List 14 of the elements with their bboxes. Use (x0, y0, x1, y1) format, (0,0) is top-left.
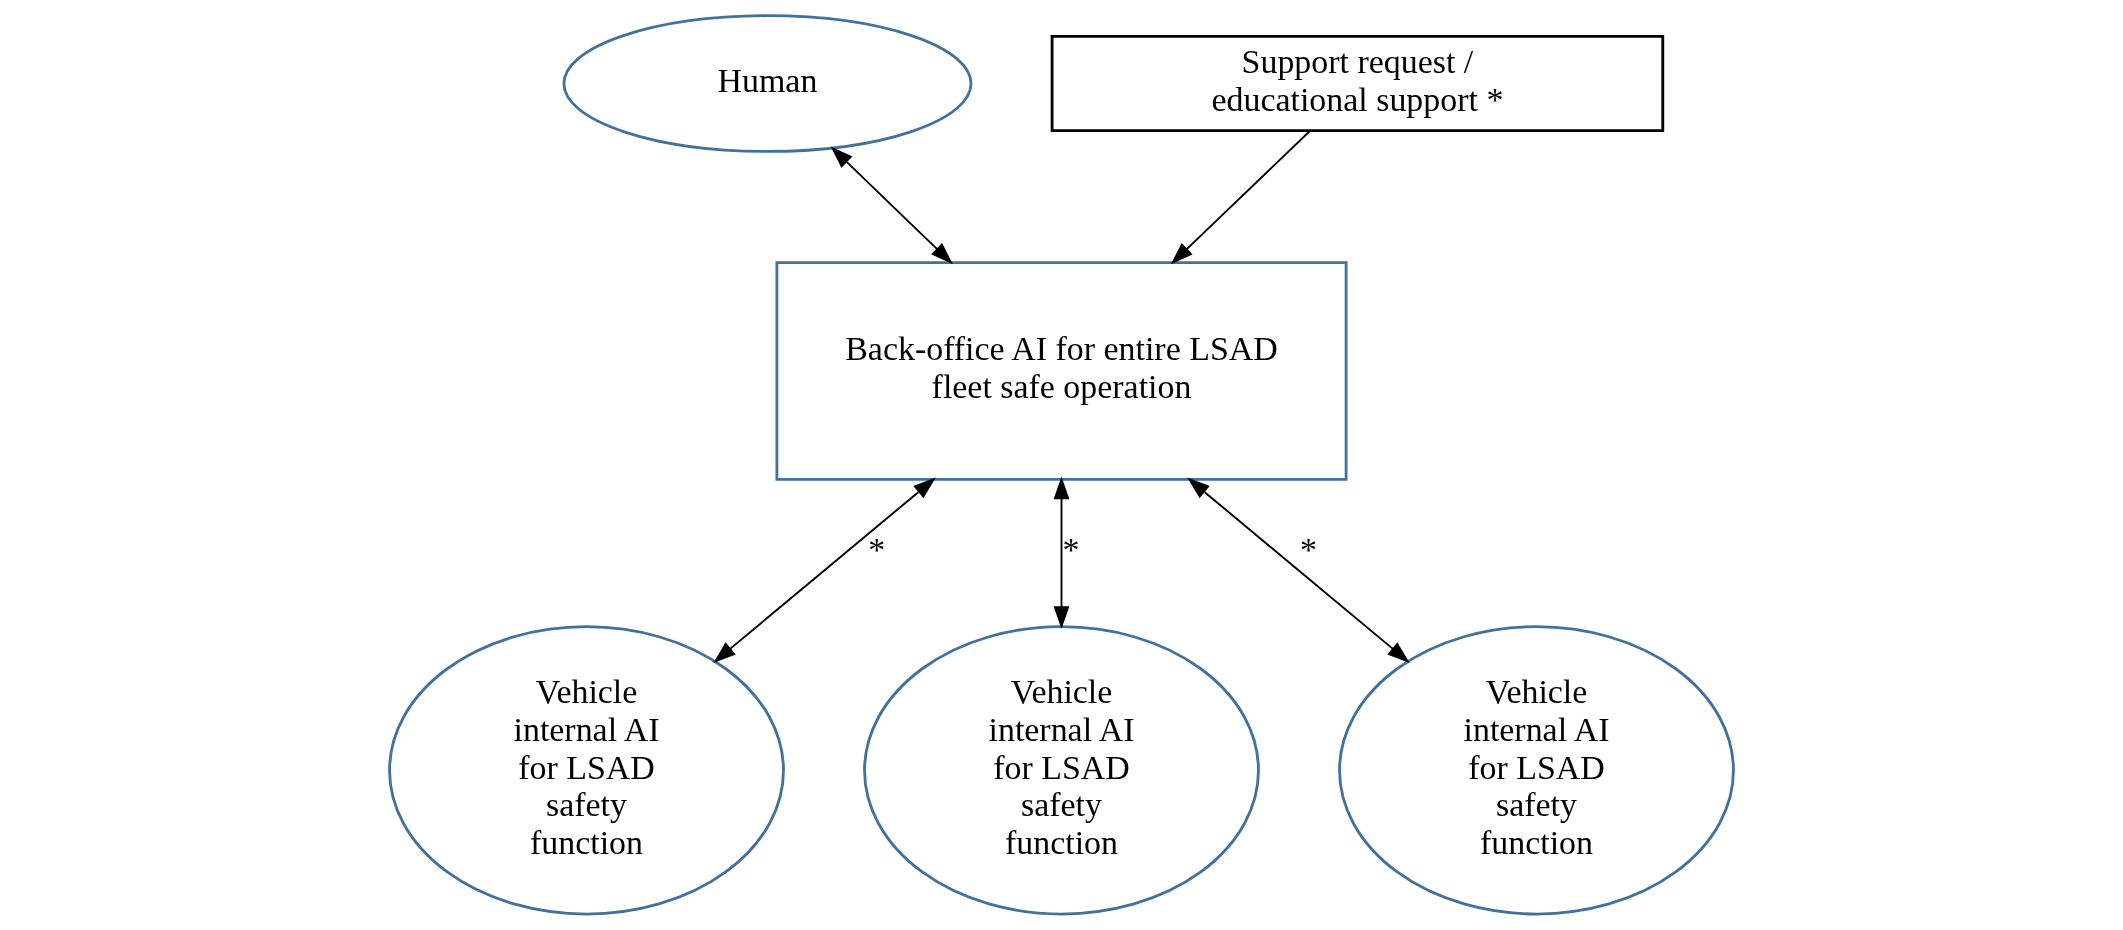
edge-label: * (1062, 531, 1080, 569)
node-ellipse: Vehicle internal AI for LSAD safety function (863, 625, 1260, 916)
arrow (1170, 130, 1311, 265)
node-box: Support request / educational support * (1050, 35, 1665, 133)
arrow (713, 477, 936, 663)
edge-label: * (1299, 531, 1317, 569)
node-box: Back-office AI for entire LSAD fleet safe operation (775, 261, 1348, 481)
edge-label: * (868, 531, 886, 569)
arrow (1053, 476, 1070, 629)
node-ellipse: Human (562, 14, 973, 153)
node-ellipse: Vehicle internal AI for LSAD safety function (1338, 625, 1735, 916)
arrow (830, 146, 953, 265)
node-ellipse: Vehicle internal AI for LSAD safety function (388, 625, 785, 916)
arrow (1187, 477, 1410, 663)
